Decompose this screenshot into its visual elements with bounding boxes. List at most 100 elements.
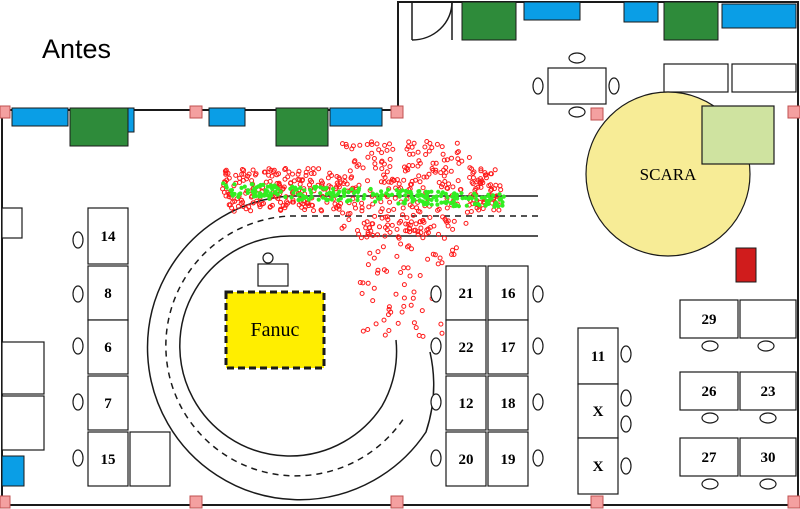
trajectory-point — [444, 205, 450, 211]
trajectory-point — [365, 280, 371, 286]
trajectory-point — [398, 218, 404, 224]
trajectory-point — [334, 180, 340, 186]
trajectory-point — [418, 225, 424, 231]
trajectory-point — [352, 201, 358, 207]
trajectory-point — [423, 152, 429, 157]
trajectory-point — [245, 188, 251, 193]
trajectory-point — [366, 204, 372, 210]
trajectory-point — [381, 179, 387, 185]
trajectory-point — [333, 193, 338, 198]
trajectory-point — [395, 320, 401, 326]
trajectory-point — [382, 175, 388, 180]
trajectory-point — [356, 162, 362, 168]
desk-label: 16 — [501, 286, 517, 302]
desk-label: X — [593, 404, 604, 420]
trajectory-point — [269, 202, 275, 208]
trajectory-point — [365, 262, 371, 268]
trajectory-point — [483, 175, 489, 181]
trajectory-point — [450, 226, 456, 232]
desk-label: 17 — [501, 340, 517, 356]
blue-cabinets — [1, 1, 797, 487]
trajectory-point — [239, 185, 244, 190]
trajectory-point — [295, 171, 301, 177]
trajectory-point — [439, 144, 445, 150]
trajectory-point — [411, 289, 417, 295]
chair — [759, 478, 777, 490]
trajectory-point — [413, 221, 419, 227]
trajectory-point — [382, 142, 388, 148]
trajectory-point — [303, 169, 309, 175]
trajectory-point — [241, 171, 247, 177]
trajectory-point — [445, 223, 451, 229]
desk: 11 — [577, 327, 632, 385]
trajectory-point — [474, 205, 480, 211]
trajectory-point — [443, 191, 448, 196]
trajectory-point — [346, 198, 351, 203]
trajectory-point — [445, 195, 450, 200]
trajectory-point — [318, 207, 324, 213]
trajectory-point — [480, 180, 486, 186]
trajectory-point — [325, 175, 331, 181]
trajectory-point — [284, 199, 290, 205]
trajectory-point — [254, 198, 260, 204]
trajectory-point — [352, 158, 358, 164]
trajectory-point — [417, 209, 423, 215]
trajectory-point — [450, 184, 456, 190]
desk-label: 20 — [459, 452, 474, 468]
trajectory-point — [401, 265, 407, 271]
trajectory-point — [221, 189, 227, 195]
page-title: Antes — [42, 34, 111, 64]
trajectory-point — [248, 208, 254, 214]
trajectory-point — [455, 156, 461, 162]
trajectory-point — [337, 189, 342, 194]
trajectory-point — [403, 197, 408, 202]
trajectory-point — [238, 200, 244, 206]
desk: 14 — [72, 207, 129, 265]
trajectory-point — [396, 201, 401, 206]
trajectory-point — [408, 302, 414, 308]
desk-label: 12 — [459, 396, 474, 412]
trajectory-point — [267, 196, 272, 201]
trajectory-point — [359, 200, 365, 206]
trajectory-point — [283, 202, 289, 208]
trajectory-point — [416, 173, 422, 179]
trajectory-point — [241, 177, 246, 183]
trajectory-point — [263, 188, 268, 193]
chair — [620, 389, 632, 407]
desk — [739, 299, 797, 339]
trajectory-point — [364, 142, 370, 147]
trajectory-point — [393, 291, 399, 297]
trajectory-point — [399, 309, 405, 315]
trajectory-point — [417, 160, 423, 166]
trajectory-point — [232, 198, 238, 204]
trajectory-point — [298, 191, 303, 197]
trajectory-point — [488, 188, 494, 193]
trajectory-point — [321, 186, 326, 191]
chair — [701, 478, 719, 490]
trajectory-point — [408, 219, 414, 225]
trajectory-point — [347, 168, 353, 174]
desk: 15 — [72, 431, 129, 487]
trajectory-point — [389, 192, 395, 197]
chair — [759, 412, 777, 424]
trajectory-point — [376, 147, 382, 153]
trajectory-point — [290, 171, 295, 177]
trajectory-point — [475, 184, 481, 190]
trajectory-point — [221, 181, 226, 186]
trajectory-point — [429, 189, 434, 194]
trajectory-point — [227, 202, 233, 208]
trajectory-point — [436, 189, 441, 194]
trajectory-point — [361, 196, 366, 201]
trajectory-point — [270, 169, 276, 175]
trajectory-point — [453, 245, 459, 251]
trajectory-point — [406, 163, 412, 168]
trajectory-point — [365, 327, 371, 332]
desk: 17 — [487, 319, 544, 375]
trajectory-point — [359, 208, 365, 214]
trajectory-point — [486, 183, 492, 189]
trajectory-point — [362, 193, 367, 198]
trajectory-point — [288, 180, 293, 186]
trajectory-point — [451, 199, 456, 204]
trajectory-point — [365, 178, 370, 184]
trajectory-point — [364, 234, 370, 240]
